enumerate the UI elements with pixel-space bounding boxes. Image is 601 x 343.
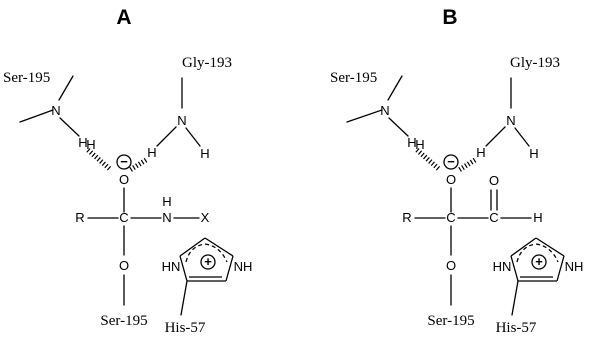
panel-b-h-left-nh: H [407,135,416,150]
panel-b-ring-bond-5 [510,237,537,257]
panel-b-ring-delocalization [516,243,559,263]
panel-b-ser195-top-label: Ser-195 [330,70,377,86]
panel-a-ring-bond-4 [179,255,188,282]
panel-a-hbond-right [128,157,148,173]
panel-b-h-ald: H [533,210,542,225]
panel-a-ser195-bottom-label: Ser-195 [100,313,147,329]
panel-b-gly193-label: Gly-193 [510,55,560,71]
panel-b-hbond-right [457,157,477,173]
panel-a-o-ser: O [119,258,129,273]
panel-a-ring-bond-5 [179,237,206,257]
panel-b-ser195-bottom-label: Ser-195 [427,313,474,329]
panel-b-n-h-left-bond [388,117,409,137]
panel-b-o-ald: O [489,173,499,188]
panel-b-c-ald: C [489,210,498,225]
panel-a-r: R [75,210,84,225]
panel-a-his-charge: + [204,254,212,269]
panel-a-ser-n-upper-bond [58,75,74,101]
panel-a-n-h-left-bond [59,117,80,137]
panel-a-ring-bond-2 [225,255,234,282]
panel-a-imidazolium: HN NH + [162,237,253,316]
panel-b-his-chain-bond [511,280,519,316]
panel-b-ring-bond-1 [535,237,565,257]
panel-b-h-right-nh: H [529,146,538,161]
panel-a-his-chain-bond [180,280,188,316]
panel-b-oxyanion-charge: − [447,154,455,169]
panel-b-h-left-hb: H [415,137,424,152]
panel-a-gly-nh-hb-bond [156,126,177,147]
panel-b-imidazolium: HN NH + [493,237,584,316]
panel-a-ring-bond-1 [204,237,234,257]
panel-a-hn-imid: HN [162,259,181,274]
panel-a-gly193-label: Gly-193 [182,55,232,71]
panel-a-n-sub: N [162,210,171,225]
panel-b-his-charge: + [535,254,543,269]
panel-a-n-right: N [177,113,186,128]
panel-a-oxyanion-charge: − [120,154,128,169]
panel-a-h-left-hb: H [86,137,95,152]
panel-b-o-ser: O [446,258,456,273]
panel-b-his-charge-circle [531,254,547,270]
panel-a-ser195-top-label: Ser-195 [3,70,50,86]
panel-a-nh-imid: NH [234,259,253,274]
panel-b-hbond-left [415,148,442,172]
panel-a-his-charge-circle [200,254,216,270]
panel-b-oxyanion-charge-circle [443,154,459,170]
panel-b: B Ser-195 N H Gly-193 N H H H − O R C C … [330,6,583,336]
panel-a-c-center: C [119,210,128,225]
panel-a-ser-n-left-bond [19,109,54,123]
panel-b-gly-nh-bond [514,127,530,147]
panel-a-n-left: N [51,103,60,118]
panel-b-nh-imid: NH [565,259,584,274]
panel-b-letter: B [442,6,457,29]
panel-a-x-sub: X [201,210,210,225]
panel-a-h-sub: H [162,194,171,209]
panel-b-hn-imid: HN [493,259,512,274]
panel-b-n-right: N [506,113,515,128]
panel-a-letter: A [116,6,131,29]
panel-b-h-right-hb: H [476,145,485,160]
panel-a-hbond-left [86,148,113,172]
panel-a-gly-nh-bond [185,127,201,147]
panel-b-n-left: N [380,103,389,118]
panel-b-ring-bond-4 [510,255,519,282]
panel-b-his57-label: His-57 [496,320,537,336]
panel-b-ser-n-upper-bond [387,75,403,101]
panel-b-o-oxyanion: O [446,172,456,187]
panel-a-h-right-nh: H [200,146,209,161]
panel-b-r: R [402,210,411,225]
panel-a-oxyanion-charge-circle [116,154,132,170]
panel-a-his57-label: His-57 [165,320,206,336]
panel-a-h-left-nh: H [78,135,87,150]
panel-a-h-right-hb: H [147,145,156,160]
panel-b-ring-bond-2 [556,255,565,282]
panel-a: A Ser-195 N H Gly-193 N H H H − O R C N … [3,6,252,336]
panel-b-gly-nh-hb-bond [485,126,506,147]
panel-a-o-oxyanion: O [119,172,129,187]
panel-b-c-center: C [446,210,455,225]
panel-a-ring-delocalization [185,243,228,263]
panel-b-ser-n-left-bond [346,109,383,123]
